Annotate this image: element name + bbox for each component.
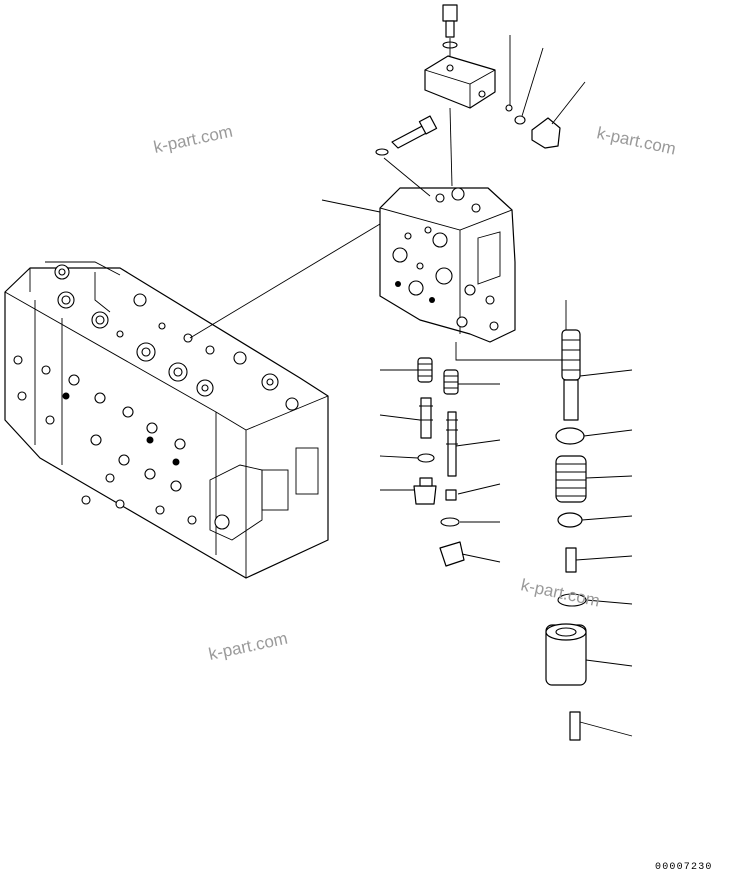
middle-part-stack [439,369,465,567]
drawing-code: 00007230 [655,862,713,873]
watermark-3: k-part.com [519,575,601,610]
side-ports [13,355,197,525]
main-valve-assembly [4,261,329,579]
top-plate-group [424,4,561,187]
watermark-4: k-part.com [207,629,289,664]
left-part-stack [413,357,437,505]
valve-section [379,187,516,343]
top-ports [54,264,299,411]
right-part-stack [455,300,587,741]
leader-lines [189,35,633,737]
watermark-2: k-part.com [595,123,677,158]
watermark-1: k-part.com [152,122,234,157]
side-bolt [375,115,438,197]
